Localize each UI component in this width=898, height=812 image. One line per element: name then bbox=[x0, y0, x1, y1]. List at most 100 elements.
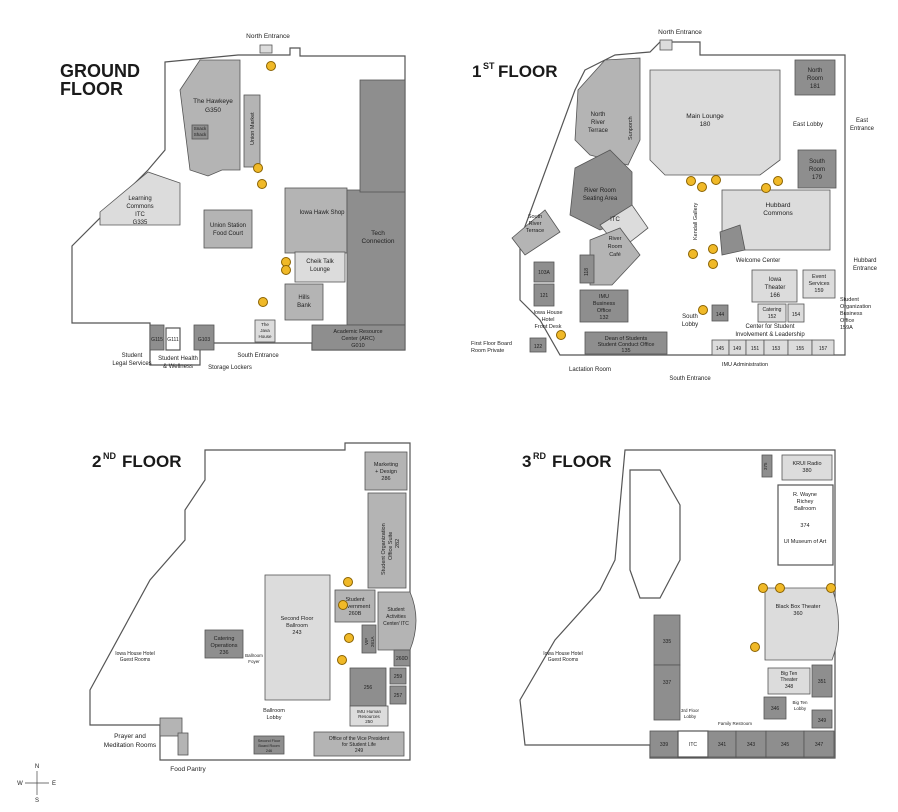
first-north-entrance-label: North Entrance bbox=[658, 29, 702, 36]
hills-label-2: Bank bbox=[297, 303, 312, 309]
info-marker[interactable] bbox=[344, 633, 354, 643]
big-ten-theater-label-1: Big Ten bbox=[781, 671, 798, 677]
third-floor-title-num: 3 bbox=[522, 452, 531, 471]
imu-bo-label-4: 132 bbox=[599, 315, 608, 321]
first-floor-title-sup: ST bbox=[483, 61, 495, 71]
catering-ops-label-2: Operations bbox=[211, 643, 238, 649]
learning-label-1: Learning bbox=[128, 196, 151, 202]
river-cafe-label-1: River bbox=[609, 236, 622, 242]
room-144-label: 144 bbox=[716, 312, 725, 318]
second-floor-ballroom-243 bbox=[264, 574, 331, 701]
room-346 bbox=[763, 696, 787, 720]
big-ten-lobby-label-2: Lobby bbox=[794, 706, 807, 711]
river-seating-label-1: River Room bbox=[584, 188, 616, 194]
room-345-label: 345 bbox=[781, 742, 790, 748]
g115-label: G115 bbox=[151, 337, 163, 343]
big-ten-lobby-label-1: Big Ten bbox=[793, 700, 808, 705]
room-122-label: 122 bbox=[534, 344, 543, 350]
sos-label-2: Office Suite bbox=[388, 532, 394, 560]
legal-label-1: Student bbox=[122, 353, 143, 359]
room-374-label: 374 bbox=[800, 523, 809, 529]
tech-label-2: Connection bbox=[362, 238, 395, 245]
room-341-label: 341 bbox=[718, 742, 727, 748]
learning-label-4: G335 bbox=[133, 220, 148, 226]
family-restroom-label: Family Restroom bbox=[718, 721, 752, 726]
welcome-center-label: Welcome Center bbox=[736, 258, 781, 264]
krui-label-1: KRUI Radio bbox=[792, 461, 821, 467]
info-marker[interactable] bbox=[258, 297, 268, 307]
hills-label-1: Hills bbox=[298, 295, 309, 301]
info-marker[interactable] bbox=[266, 61, 276, 71]
the-hawkeye-room bbox=[179, 59, 241, 177]
info-marker[interactable] bbox=[775, 583, 785, 593]
info-marker[interactable] bbox=[711, 175, 721, 185]
room-347-label: 347 bbox=[815, 742, 824, 748]
info-marker[interactable] bbox=[708, 244, 718, 254]
compass-east: E bbox=[52, 781, 56, 787]
north-river-label-2: River bbox=[591, 120, 605, 126]
union-station-label-2: Food Court bbox=[213, 231, 243, 237]
ovp-label-3: 249 bbox=[355, 748, 364, 754]
ground-floor-title-line2: FLOOR bbox=[60, 79, 123, 99]
ballroom-foyer-label-1: Ballroom bbox=[245, 653, 263, 658]
student-government-260b bbox=[334, 589, 376, 623]
java-label-3: House bbox=[258, 334, 272, 339]
sobo-label-1: Student bbox=[840, 297, 859, 303]
info-marker[interactable] bbox=[686, 176, 696, 186]
info-marker[interactable] bbox=[253, 163, 263, 173]
info-marker[interactable] bbox=[697, 182, 707, 192]
room-157-label: 157 bbox=[819, 346, 828, 352]
info-marker[interactable] bbox=[758, 583, 768, 593]
room-122 bbox=[529, 337, 547, 353]
java-house-cafe bbox=[254, 319, 276, 343]
info-marker[interactable] bbox=[688, 249, 698, 259]
info-marker[interactable] bbox=[556, 330, 566, 340]
marketing-label-3: 286 bbox=[381, 476, 390, 482]
ballroom-label-1: Second Floor bbox=[281, 616, 314, 622]
tech-connection-back bbox=[359, 79, 406, 193]
hubbard-label-1: Hubbard bbox=[766, 202, 791, 209]
sos-label-3: 282 bbox=[395, 539, 401, 548]
second-floor-title-num: 2 bbox=[92, 452, 101, 471]
dean-of-students-office bbox=[584, 331, 668, 355]
info-marker[interactable] bbox=[337, 655, 347, 665]
room-339-label: 339 bbox=[660, 742, 669, 748]
north-river-terrace bbox=[574, 57, 641, 166]
info-marker[interactable] bbox=[698, 305, 708, 315]
east-entrance-label-2: Entrance bbox=[850, 126, 875, 132]
imu-human-resources bbox=[349, 705, 389, 727]
richey-ballroom-374 bbox=[777, 484, 834, 566]
boardroom-label-2: Board Room bbox=[258, 744, 279, 748]
info-marker[interactable] bbox=[343, 577, 353, 587]
info-marker[interactable] bbox=[281, 265, 291, 275]
info-marker[interactable] bbox=[826, 583, 836, 593]
room-343 bbox=[735, 730, 767, 758]
south-river-label-1: South bbox=[528, 214, 542, 220]
info-marker[interactable] bbox=[708, 259, 718, 269]
room-349-label: 349 bbox=[818, 718, 827, 724]
hubbard-entrance-label-1: Hubbard bbox=[853, 258, 876, 264]
sobo-label-5: 159A bbox=[840, 325, 853, 331]
info-marker[interactable] bbox=[773, 176, 783, 186]
iowa-house-label-3: Front Desk bbox=[535, 324, 562, 330]
krui-radio-380 bbox=[781, 454, 833, 481]
event-label-3: 159 bbox=[814, 288, 823, 294]
south-lobby-label-2: Lobby bbox=[682, 322, 698, 328]
room-346-label: 346 bbox=[771, 706, 780, 712]
third-lobby-label-2: Lobby bbox=[684, 714, 697, 719]
catering-label-2: 152 bbox=[768, 314, 777, 320]
info-marker[interactable] bbox=[761, 183, 771, 193]
room-351-label: 351 bbox=[818, 679, 827, 685]
welcome-center-desk bbox=[719, 224, 746, 256]
room-256-label: 256 bbox=[364, 685, 373, 691]
main-lounge-label-2: 180 bbox=[700, 121, 711, 128]
room-259 bbox=[389, 667, 407, 685]
info-marker[interactable] bbox=[750, 642, 760, 652]
catering-ops-label-3: 236 bbox=[219, 650, 228, 656]
info-marker[interactable] bbox=[338, 600, 348, 610]
iowa-theater-label-1: Iowa bbox=[769, 277, 782, 283]
info-marker[interactable] bbox=[257, 179, 267, 189]
vip-261a bbox=[361, 624, 377, 654]
ballroom-label-2: Ballroom bbox=[286, 623, 308, 629]
iowa-theater-label-3: 166 bbox=[770, 293, 781, 299]
